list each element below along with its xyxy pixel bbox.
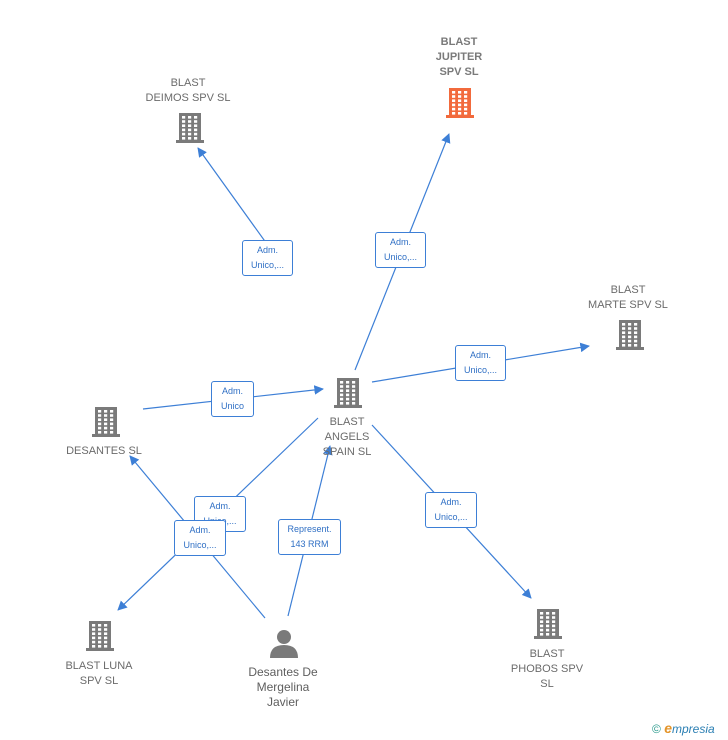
relation-label-line: Adm. — [440, 497, 462, 507]
relation-label-line: Adm. — [256, 245, 278, 255]
person-icon-person[interactable] — [270, 630, 298, 658]
building-icon-marte[interactable] — [616, 320, 644, 350]
node-label-deimos[interactable]: BLAST DEIMOS SPV SL — [128, 76, 248, 106]
node-label-line: SPV SL — [79, 675, 119, 687]
relation-label-line: Adm. — [221, 386, 243, 396]
node-label-jupiter[interactable]: BLAST JUPITER SPV SL — [399, 35, 519, 80]
building-icon-luna[interactable] — [86, 621, 114, 651]
relation-box-r-desantes-angels[interactable]: Adm. Unico — [211, 381, 254, 417]
node-label-line: DESANTES SL — [66, 445, 142, 457]
relation-box-r-phobos[interactable]: Adm. Unico,... — [425, 492, 477, 528]
relation-label-line: Unico,... — [463, 365, 497, 375]
building-icon-phobos[interactable] — [534, 609, 562, 639]
node-label-phobos[interactable]: BLAST PHOBOS SPV SL — [487, 647, 607, 692]
relation-box-r-person-desantes[interactable]: Adm. Unico,... — [174, 520, 226, 556]
relation-box-r-deimos[interactable]: Adm. Unico,... — [242, 240, 293, 276]
relation-label-line: Adm. — [189, 525, 211, 535]
node-label-line: Javier — [266, 695, 299, 709]
relation-label-line: Adm. — [209, 501, 231, 511]
node-label-line: SPV SL — [439, 66, 479, 78]
relation-label-line: Unico,... — [183, 540, 217, 550]
node-label-desantes[interactable]: DESANTES SL — [44, 444, 164, 459]
relation-label-line: Unico,... — [434, 512, 468, 522]
relation-label-line: 143 RRM — [290, 539, 329, 549]
node-label-line: MARTE SPV SL — [588, 299, 668, 311]
node-label-line: BLAST — [329, 416, 365, 428]
node-label-luna[interactable]: BLAST LUNA SPV SL — [39, 659, 159, 689]
brand-initial: e — [664, 720, 672, 736]
node-label-line: Desantes De — [248, 665, 318, 679]
relation-box-r-jupiter[interactable]: Adm. Unico,... — [375, 232, 426, 268]
node-label-line: SPAIN SL — [322, 446, 372, 458]
brand-name: mpresia — [671, 722, 715, 736]
node-label-line: BLAST LUNA — [65, 660, 133, 672]
node-label-line: BLAST — [440, 36, 478, 48]
building-icon-desantes[interactable] — [92, 407, 120, 437]
building-icon-deimos[interactable] — [176, 113, 204, 143]
node-label-line: PHOBOS SPV — [510, 663, 584, 675]
relation-label-line: Unico — [220, 401, 244, 411]
copyright-footer: © empresia — [652, 720, 715, 736]
relation-label-line: Adm. — [469, 350, 491, 360]
node-label-marte[interactable]: BLAST MARTE SPV SL — [568, 283, 688, 313]
node-label-line: SL — [540, 678, 554, 690]
node-label-line: BLAST — [170, 77, 206, 89]
relation-label-line: Unico,... — [250, 260, 284, 270]
node-label-line: BLAST — [610, 284, 646, 296]
node-label-line: DEIMOS SPV SL — [145, 92, 231, 104]
relation-label-line: Represent. — [287, 524, 332, 534]
node-label-line: Mergelina — [256, 680, 310, 694]
relation-label-line: Unico,... — [383, 252, 417, 262]
node-label-line: BLAST — [529, 648, 565, 660]
node-label-angels[interactable]: BLAST ANGELS SPAIN SL — [287, 415, 407, 460]
node-label-line: ANGELS — [324, 431, 370, 443]
building-icon-jupiter[interactable] — [446, 88, 474, 118]
node-label-line: JUPITER — [435, 51, 483, 63]
building-icon-angels[interactable] — [334, 378, 362, 408]
relation-box-r-marte[interactable]: Adm. Unico,... — [455, 345, 506, 381]
relation-label-line: Adm. — [389, 237, 411, 247]
copyright-icon: © — [652, 722, 661, 736]
relation-box-r-person-angels[interactable]: Represent. 143 RRM — [278, 519, 341, 555]
